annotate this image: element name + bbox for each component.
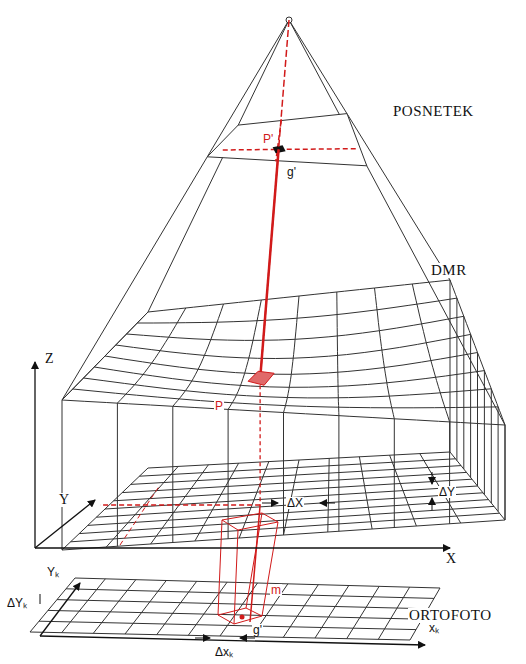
axes [35, 362, 450, 645]
ortho-line [75, 578, 440, 588]
point-label: P' [262, 133, 274, 145]
base-line [96, 493, 483, 517]
axis-label: Y [58, 493, 70, 507]
wall-line [117, 403, 118, 546]
ortho-line [347, 586, 380, 638]
ortho-line [62, 579, 106, 633]
wall-line [505, 425, 506, 520]
base-line [71, 513, 500, 542]
wall-line [338, 416, 339, 532]
terrain-surface [62, 280, 505, 425]
ortho-line [30, 632, 410, 640]
ortho-line [157, 581, 197, 634]
prism [218, 608, 262, 624]
surface-line [375, 288, 395, 419]
wall-line [283, 413, 284, 536]
wall-line [470, 334, 471, 477]
surface-line [412, 284, 449, 422]
drawn-line [100, 504, 260, 505]
ortho-line [188, 582, 227, 635]
ortho-line [283, 585, 318, 638]
surface-line [84, 378, 492, 398]
surface-line [62, 400, 505, 425]
base-line [420, 454, 461, 523]
base-line [328, 458, 329, 532]
ortho-line [93, 580, 136, 634]
base-line [390, 455, 417, 526]
wall-line [463, 316, 464, 469]
dem-label: DMR [430, 263, 468, 278]
drawn-line [259, 385, 260, 505]
ortho-line [66, 589, 434, 599]
base-line [79, 506, 494, 533]
wall-line [394, 419, 395, 528]
ortho-point [240, 615, 245, 620]
axis-label: Z [44, 352, 55, 366]
point-label: g' [252, 624, 263, 636]
base-line [359, 457, 372, 529]
ortho-line [252, 584, 288, 637]
terrain-walls [62, 280, 505, 550]
ortho-line [57, 600, 428, 609]
image-plane [207, 114, 366, 166]
wall-line [172, 406, 173, 542]
dimension-label: ΔY [438, 486, 456, 498]
point-label: m [270, 584, 282, 596]
surface-line [284, 296, 300, 413]
drawn-line [262, 522, 278, 616]
dimension-label: Δxₖ [214, 646, 234, 658]
wall-line [449, 422, 450, 524]
point-label: P [214, 400, 224, 412]
orthophoto-label: ORTOFOTO [408, 608, 493, 623]
axis-label: xₖ [428, 622, 440, 634]
wall-line [498, 407, 499, 512]
surface-line [105, 353, 478, 375]
terrain-cell [248, 371, 274, 385]
drawn-line [120, 485, 160, 545]
drawn-line [218, 520, 222, 615]
drawn-line [250, 505, 260, 622]
surface-line [228, 300, 261, 409]
pyramid-edge [289, 20, 505, 425]
axis-label: X [445, 552, 457, 566]
projection-ray [100, 20, 357, 624]
dimension-label: ΔYₖ [6, 597, 28, 609]
surface-line [73, 389, 498, 408]
dimension-marks [40, 472, 432, 638]
wall-line [505, 425, 506, 520]
prism [222, 513, 278, 530]
ortho-line [378, 587, 409, 639]
ortho-line [315, 586, 349, 639]
drawn-line [246, 513, 262, 608]
ortho-line [125, 581, 166, 635]
surface-line [117, 308, 185, 403]
dimension-label: ΔX [286, 497, 304, 509]
surface-line [450, 280, 505, 425]
drawn-line [234, 530, 238, 624]
surface-line [94, 367, 484, 387]
drawn-line [223, 149, 357, 150]
surface-line [337, 292, 339, 416]
point-label: g' [286, 166, 297, 178]
pyramid-edge [62, 20, 289, 400]
wall-line [456, 298, 457, 460]
ray-line [260, 149, 278, 379]
ray-line [260, 20, 289, 379]
ortho-line [39, 621, 416, 629]
image-label: POSNETEK [392, 104, 475, 119]
axis-label: Yₖ [46, 566, 60, 578]
projection-pyramid [62, 17, 505, 425]
wall-line [491, 389, 492, 503]
